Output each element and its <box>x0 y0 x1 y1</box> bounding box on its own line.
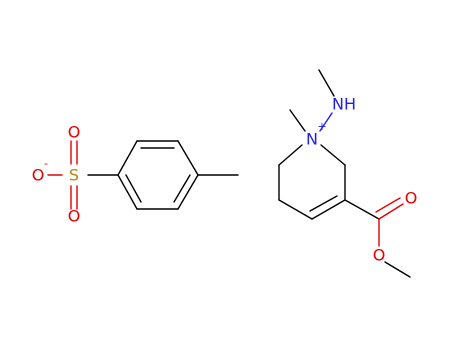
bond-c4-c5 <box>278 199 313 220</box>
oxygen-atom-anion: O <box>32 166 45 185</box>
oxygen-atom-bottom: O <box>68 207 81 226</box>
bond-ring-inner-3 <box>125 174 142 203</box>
sulfur-atom: S <box>69 166 79 185</box>
pyridinium-cation: N + NH O O <box>278 69 418 278</box>
amine-nh-group: NH <box>332 95 356 114</box>
ring-nitrogen-atom: N <box>306 130 318 149</box>
bond-c3-ester-c <box>344 199 380 220</box>
bond-ring-4 <box>177 174 199 210</box>
nitrogen-charge: + <box>317 120 326 133</box>
bond-ring-1 <box>117 140 138 176</box>
bond-c3-c4-double-1 <box>311 199 346 220</box>
ether-oxygen-atom: O <box>373 246 386 265</box>
bond-c3-c4-double-2 <box>309 195 338 212</box>
bond-n-ch2-right <box>320 144 346 166</box>
carbonyl-oxygen-atom: O <box>405 189 418 208</box>
bond-ring-3 <box>177 140 199 176</box>
bond-o-methyl <box>384 261 411 278</box>
tosylate-anion: S O O O - <box>32 123 239 226</box>
bond-ring-6 <box>117 174 138 210</box>
bond-ring-inner-2 <box>173 174 191 203</box>
bond-nh-methyl <box>318 69 335 97</box>
bond-carbonyl-2 <box>375 197 401 213</box>
bond-n-n <box>319 112 333 132</box>
bond-n-methyl <box>289 109 306 132</box>
anion-charge: - <box>44 157 48 170</box>
bond-carbonyl-1 <box>378 203 404 220</box>
oxygen-atom-top: O <box>68 123 81 142</box>
bond-c6-n <box>278 144 303 166</box>
